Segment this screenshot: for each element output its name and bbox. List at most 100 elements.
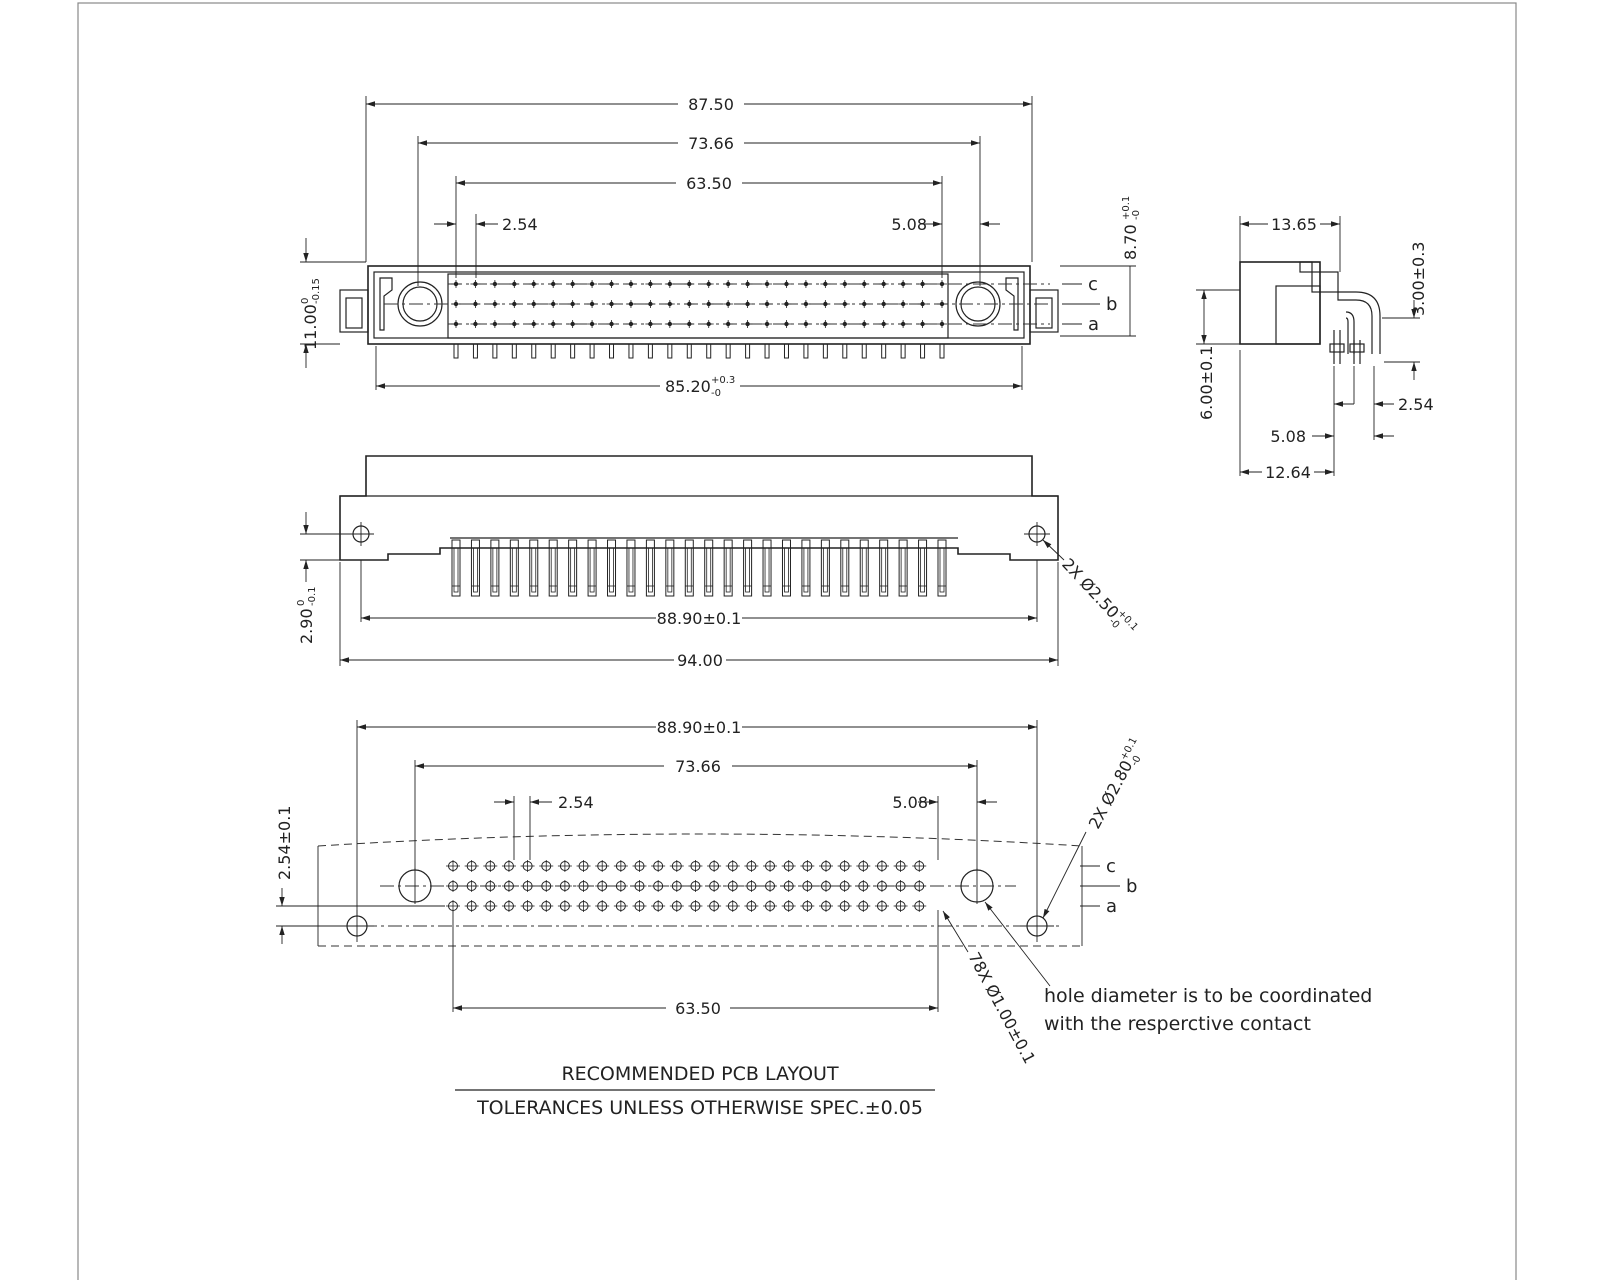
top-edge-tol-top: 0 <box>296 600 307 606</box>
top-contact-inner <box>570 547 576 593</box>
side-row-pitch-label: 2.54 <box>1398 395 1434 414</box>
top-contact <box>645 539 655 597</box>
top-contact-inner <box>745 547 750 593</box>
top-view: 88.90±0.1 94.00 2.90 0 -0.1 2X Ø2.50 +0.… <box>296 455 1140 670</box>
top-overall-length-label: 94.00 <box>677 651 723 670</box>
front-height-tol-bottom: -0.15 <box>311 278 322 304</box>
top-contact-inner <box>473 547 478 593</box>
pcb-row-offset-label: 2.54±0.1 <box>275 806 294 880</box>
top-contact <box>918 539 928 597</box>
front-contact-span-label: 63.50 <box>686 174 732 193</box>
front-pin <box>939 343 945 359</box>
front-contact-grid <box>451 280 947 328</box>
pcb-row-a-label: a <box>1106 896 1117 917</box>
front-pin <box>550 343 556 359</box>
front-hole-offset-label: 5.08 <box>891 215 927 234</box>
side-pin-height-label: 3.00±0.3 <box>1409 242 1428 316</box>
top-contact-inner <box>667 547 673 593</box>
top-contact <box>665 539 675 597</box>
top-contact <box>898 539 908 597</box>
top-hole-spacing-label: 88.90±0.1 <box>657 609 742 628</box>
top-contact-row <box>451 539 947 597</box>
front-row-b-label: b <box>1106 294 1117 315</box>
top-contact-inner <box>842 547 848 593</box>
pcb-hole-pitch-label: 73.66 <box>675 757 721 776</box>
front-body-width-tol-top: +0.3 <box>711 375 735 386</box>
pcb-pitch-label: 2.54 <box>558 793 594 812</box>
front-pin <box>472 343 478 359</box>
side-view: 13.65 3.00±0.3 6.00±0.1 2.54 5.08 12.64 <box>1196 215 1434 482</box>
front-overall-width-label: 87.50 <box>688 95 734 114</box>
front-pin <box>492 343 498 359</box>
top-contact <box>762 539 772 597</box>
front-pin <box>783 343 789 359</box>
top-contact-inner <box>784 547 789 593</box>
front-pin <box>511 343 517 359</box>
top-contact-inner <box>648 547 653 593</box>
top-contact <box>509 539 519 597</box>
front-row-a-label: a <box>1088 314 1099 335</box>
top-contact-inner <box>725 547 731 593</box>
side-row-offset-label: 5.08 <box>1270 427 1306 446</box>
pcb-row-c-label: c <box>1106 856 1116 877</box>
top-contact <box>587 539 597 597</box>
top-contact-inner <box>939 547 945 593</box>
top-contact-inner <box>920 547 925 593</box>
front-pin <box>764 343 770 359</box>
pcb-hole-offset-label: 5.08 <box>892 793 928 812</box>
top-contact <box>840 539 850 597</box>
side-top-width-label: 13.65 <box>1271 215 1317 234</box>
pcb-hole-spacing-label: 88.90±0.1 <box>657 718 742 737</box>
front-pin <box>686 343 692 359</box>
front-pin <box>609 343 615 359</box>
top-contact-inner <box>764 547 770 593</box>
top-contact <box>937 539 947 597</box>
pcb-mount-hole-label: 2X Ø2.80 <box>1085 757 1137 832</box>
top-contact <box>704 539 714 597</box>
hole-note-line2: with the resperctive contact <box>1044 1013 1311 1035</box>
top-contact <box>451 539 461 597</box>
top-contact <box>801 539 811 597</box>
front-pin <box>706 343 712 359</box>
pcb-contact-hole-label: 78X Ø1.00±0.1 <box>964 949 1039 1067</box>
front-pin <box>628 343 634 359</box>
front-depth-tol-bottom: -0 <box>1131 210 1142 220</box>
front-pin <box>531 343 537 359</box>
top-contact <box>820 539 830 597</box>
front-pin <box>881 343 887 359</box>
caption-tolerance: TOLERANCES UNLESS OTHERWISE SPEC.±0.05 <box>476 1097 923 1119</box>
front-body-width-label: 85.20 <box>665 377 711 396</box>
front-pin <box>920 343 926 359</box>
front-row-c-label: c <box>1088 274 1098 295</box>
top-contact <box>529 539 539 597</box>
front-body-width-tol-bottom: -0 <box>711 388 721 399</box>
top-contact-inner <box>628 547 634 593</box>
top-contact-inner <box>686 547 692 593</box>
top-contact <box>859 539 869 597</box>
top-contact-inner <box>609 547 614 593</box>
top-edge-label: 2.90 <box>297 608 316 644</box>
side-body-height-label: 6.00±0.1 <box>1197 346 1216 420</box>
top-contact-inner <box>550 547 556 593</box>
front-pin <box>667 343 673 359</box>
pcb-contact-span-label: 63.50 <box>675 999 721 1018</box>
top-contact <box>723 539 733 597</box>
top-contact-inner <box>589 547 595 593</box>
top-contact-inner <box>492 547 498 593</box>
sheet-frame <box>77 2 1517 1280</box>
front-pin <box>589 343 595 359</box>
front-pin <box>453 343 459 359</box>
front-depth-label: 8.70 <box>1121 224 1140 260</box>
front-height-tol-top: 0 <box>300 298 311 304</box>
top-contact-inner <box>511 547 517 593</box>
top-contact-inner <box>706 547 712 593</box>
top-contact-inner <box>531 547 537 593</box>
hole-note-line1: hole diameter is to be coordinated <box>1044 985 1372 1007</box>
top-contact <box>626 539 636 597</box>
top-contact <box>568 539 578 597</box>
front-pitch-label: 2.54 <box>502 215 538 234</box>
front-height-label: 11.00 <box>301 304 320 350</box>
pcb-layout: 88.90±0.1 73.66 2.54 5.08 2.54±0.1 c b a… <box>275 718 1372 1067</box>
front-pin <box>803 343 809 359</box>
